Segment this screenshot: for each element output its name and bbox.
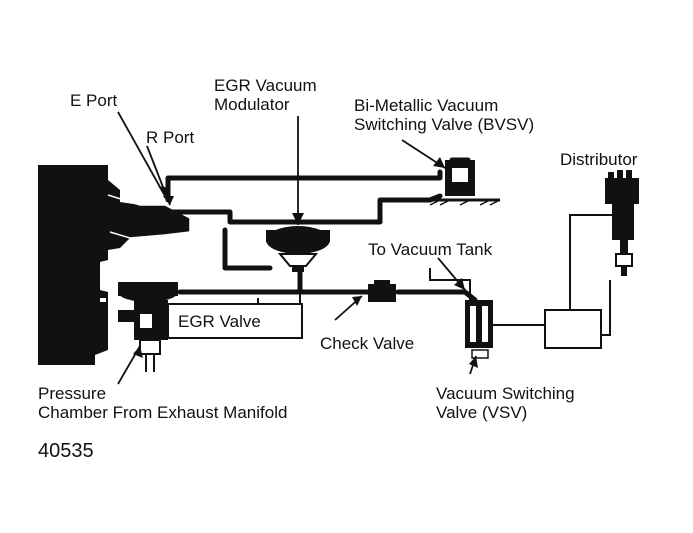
vsv-valve [465, 300, 493, 359]
vsv-label: Vacuum Switching Valve (VSV) [436, 384, 575, 422]
leader-lines [117, 111, 613, 385]
egr-modulator-label: EGR Vacuum Modulator [214, 76, 317, 114]
distributor-unit [605, 170, 639, 276]
check-valve-label: Check Valve [320, 334, 415, 353]
distributor-label: Distributor [560, 150, 638, 169]
egr-vacuum-modulator [266, 226, 330, 272]
vacuum-tank-label: To Vacuum Tank [368, 240, 493, 259]
carburetor-body [38, 165, 191, 365]
egr-valve [118, 282, 303, 372]
arrow-heads [133, 157, 478, 368]
figure-number: 40535 [38, 440, 94, 462]
r-port-label: R Port [146, 128, 195, 147]
vacuum-tank-box [544, 309, 602, 349]
bvsv-label: Bi-Metallic Vacuum Switching Valve (BVSV… [354, 96, 535, 134]
egr-valve-label: EGR Valve [178, 312, 261, 331]
pressure-chamber-label: Pressure Chamber From Exhaust Manifold [38, 384, 288, 422]
check-valve [368, 280, 396, 302]
bvsv-valve [428, 160, 501, 206]
e-port-label: E Port [70, 91, 118, 110]
